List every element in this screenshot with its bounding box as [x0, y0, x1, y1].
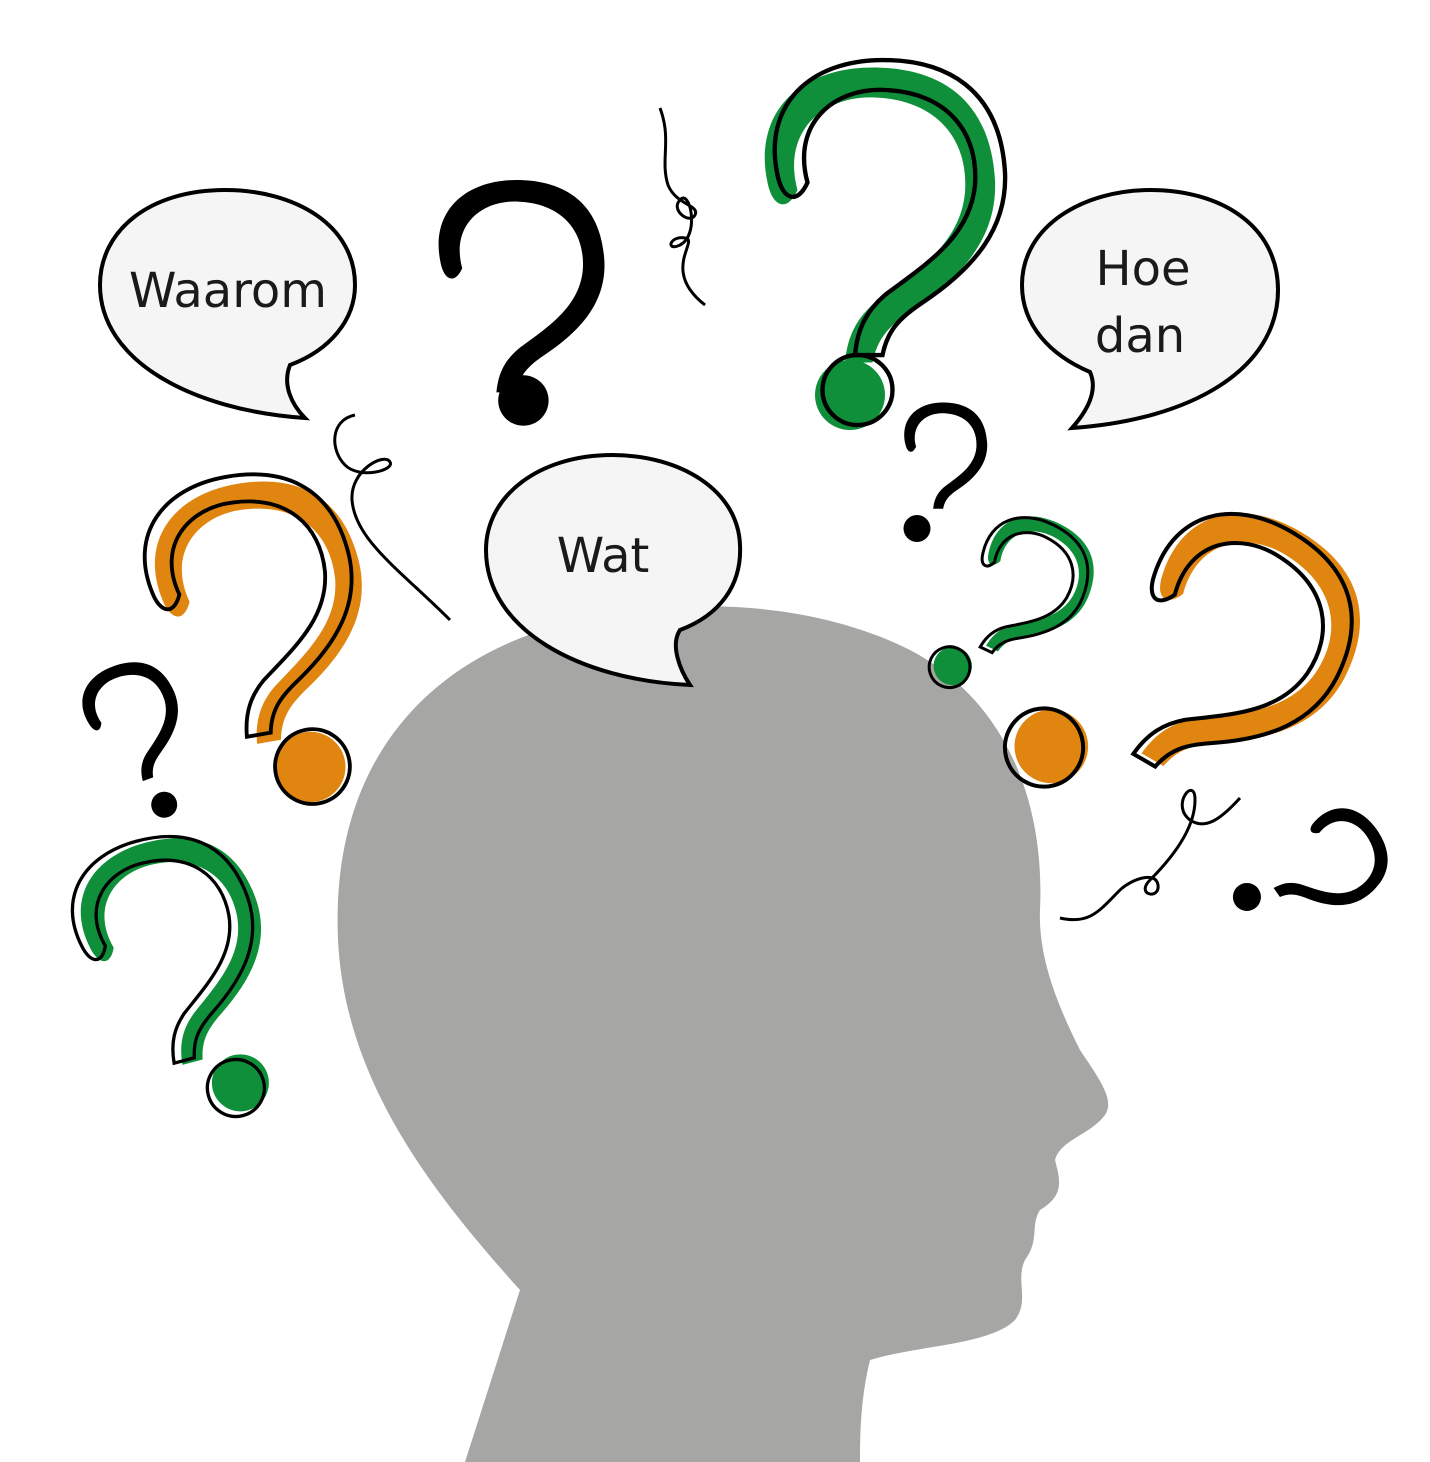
bubble-label-wat: Wat [557, 528, 650, 584]
question-mark-icon [130, 456, 388, 806]
squiggle-icon [333, 413, 452, 622]
bubble-label-waarom: Waarom [129, 263, 327, 319]
question-mark-icon [72, 649, 200, 818]
bubble-label-dan: dan [1095, 308, 1185, 364]
speech-bubble-icon: Hoe dan [1019, 187, 1281, 431]
question-mark-icon [764, 60, 1005, 430]
bubble-label-hoe: Hoe [1096, 241, 1191, 297]
head-silhouette-icon [337, 606, 1109, 1462]
squiggle-icon [1059, 788, 1242, 922]
speech-bubble-icon: Wat [483, 452, 743, 688]
question-mark-icon [927, 500, 1112, 690]
question-mark-icon [1002, 455, 1397, 894]
speech-bubble-icon: Waarom [97, 187, 358, 421]
squiggle-icon [658, 107, 706, 307]
question-mark-icon [903, 402, 988, 542]
question-mark-icon [1232, 794, 1405, 938]
question-mark-icon [438, 180, 605, 426]
question-mark-icon [55, 815, 293, 1119]
